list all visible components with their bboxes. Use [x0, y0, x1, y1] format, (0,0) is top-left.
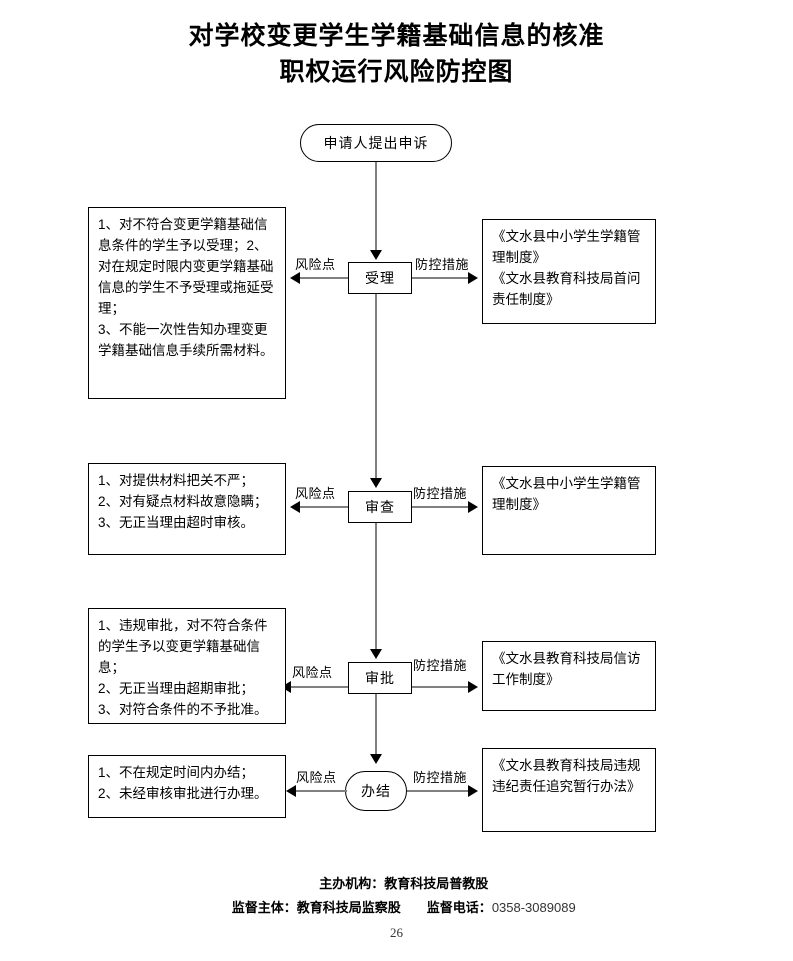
control-box-step-4: 《文水县教育科技局违规违纪责任追究暂行办法》 — [482, 748, 656, 832]
footer-spacer — [401, 900, 427, 915]
control-box-step-3: 《文水县教育科技局信访工作制度》 — [482, 641, 656, 711]
connector-step3-control — [412, 686, 470, 688]
edge-label-step3-control: 防控措施 — [413, 658, 468, 673]
page-number: 26 — [390, 925, 403, 940]
connector-step4-risk — [295, 790, 347, 792]
flow-node-step-4-label: 办结 — [361, 783, 391, 799]
footer-supervision-line: 监督主体：教育科技局监察股 监督电话：0358-3089089 — [0, 872, 793, 944]
footer-supervision-phone-label: 监督电话： — [426, 900, 492, 915]
control-box-step-1: 《文水县中小学生学籍管理制度》 《文水县教育科技局首问责任制度》 — [482, 219, 656, 324]
connector-start-to-step1 — [375, 162, 377, 252]
connector-step3-risk — [290, 686, 348, 688]
connector-step1-control — [412, 277, 470, 279]
arrowhead-step3-to-step4 — [370, 754, 382, 764]
flow-node-step-1[interactable]: 受理 — [348, 262, 412, 294]
connector-step2-to-step3 — [375, 523, 377, 651]
flow-node-step-2[interactable]: 审查 — [348, 491, 412, 523]
flow-node-step-2-label: 审查 — [365, 499, 395, 515]
flow-node-start[interactable]: 申请人提出申诉 — [300, 124, 452, 162]
connector-step2-risk — [300, 506, 348, 508]
arrowhead-step2-control — [468, 501, 478, 513]
arrowhead-step2-to-step3 — [370, 649, 382, 659]
connector-step4-control — [407, 790, 470, 792]
connector-step1-to-step2 — [375, 294, 377, 480]
page-title: 对学校变更学生学籍基础信息的核准 职权运行风险防控图 — [0, 18, 793, 90]
edge-label-step3-risk: 风险点 — [292, 665, 333, 680]
page-title-line-1: 对学校变更学生学籍基础信息的核准 — [188, 22, 605, 50]
edge-label-step1-risk: 风险点 — [295, 257, 336, 272]
connector-step3-to-step4 — [375, 694, 377, 756]
page-title-line-2: 职权运行风险防控图 — [279, 58, 514, 86]
risk-box-step-1: 1、对不符合变更学籍基础信息条件的学生予以受理；2、对在规定时限内变更学籍基础信… — [88, 207, 286, 399]
risk-box-step-4: 1、不在规定时间内办结； 2、未经审核审批进行办理。 — [88, 755, 286, 818]
flow-node-step-3[interactable]: 审批 — [348, 662, 412, 694]
arrowhead-step1-risk — [290, 272, 300, 284]
arrowhead-step4-control — [468, 785, 478, 797]
footer-organizer-line: 主办机构：教育科技局普教股 — [0, 848, 793, 920]
risk-box-step-2: 1、对提供材料把关不严； 2、对有疑点材料故意隐瞒；3、无正当理由超时审核。 — [88, 463, 286, 555]
arrowhead-step3-control — [468, 681, 478, 693]
arrowhead-step4-risk — [286, 785, 296, 797]
edge-label-step1-control: 防控措施 — [415, 257, 470, 272]
flow-node-step-4[interactable]: 办结 — [345, 771, 407, 811]
footer-organizer: 主办机构：教育科技局普教股 — [319, 876, 489, 891]
control-box-step-2: 《文水县中小学生学籍管理制度》 — [482, 466, 656, 555]
arrowhead-step1-control — [468, 272, 478, 284]
arrowhead-step1-to-step2 — [370, 478, 382, 488]
arrowhead-step2-risk — [290, 501, 300, 513]
edge-label-step4-risk: 风险点 — [296, 770, 337, 785]
footer-supervision-phone: 0358-3089089 — [491, 900, 576, 915]
arrowhead-step3-risk — [281, 681, 291, 693]
edge-label-step2-risk: 风险点 — [295, 486, 336, 501]
footer-supervision-subject: 监督主体：教育科技局监察股 — [231, 900, 401, 915]
connector-step2-control — [412, 506, 470, 508]
connector-step1-risk — [300, 277, 348, 279]
flow-node-step-3-label: 审批 — [365, 670, 395, 686]
flow-node-step-1-label: 受理 — [365, 270, 395, 286]
arrowhead-start-to-step1 — [370, 250, 382, 260]
flow-node-start-label: 申请人提出申诉 — [323, 135, 429, 151]
edge-label-step4-control: 防控措施 — [413, 770, 468, 785]
edge-label-step2-control: 防控措施 — [413, 486, 468, 501]
risk-box-step-3: 1、违规审批，对不符合条件的学生予以变更学籍基础信息； 2、无正当理由超期审批；… — [88, 608, 286, 724]
